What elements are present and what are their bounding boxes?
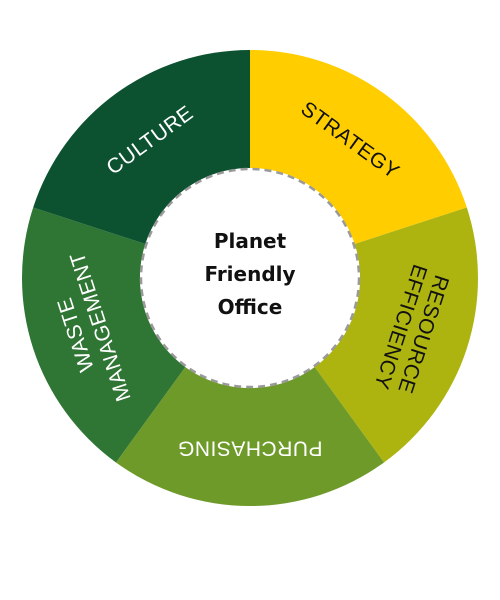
wheel-segments [22,50,478,507]
segment-waste-management [22,207,186,463]
segment-label-purchasing: PURCHASING [177,437,322,460]
segment-label-purchasing-line-1: PURCHASING [177,437,322,460]
segment-purchasing [115,366,385,507]
center-hub [140,168,360,388]
center-title-line-2: Friendly [204,262,295,286]
center-title-line-1: Planet [214,229,287,253]
center-title-line-3: Office [218,295,283,319]
center-dashed-ring [139,167,361,389]
segment-culture [33,50,250,245]
segment-resource-efficiency [314,207,478,463]
segment-strategy [250,50,467,245]
